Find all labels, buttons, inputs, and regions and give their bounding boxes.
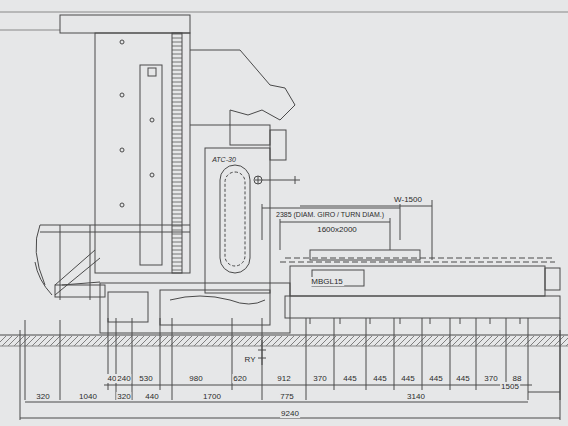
dimension-value: 9240 xyxy=(280,409,300,418)
dimension-value: 445 xyxy=(428,374,443,383)
dimension-value: 3140 xyxy=(406,392,426,401)
tool-changer-label: ATC-30 xyxy=(211,155,237,164)
dimension-value: 445 xyxy=(372,374,387,383)
dimension-text: 1600x2000 xyxy=(316,225,358,234)
reference-mark: RY xyxy=(244,355,257,364)
dimension-value: 912 xyxy=(276,374,291,383)
dimension-value: 320 xyxy=(35,392,50,401)
dimension-value: 445 xyxy=(400,374,415,383)
dimension-value: 445 xyxy=(342,374,357,383)
dimension-value: 370 xyxy=(312,374,327,383)
dimension-value: 530 xyxy=(138,374,153,383)
dimension-value: 980 xyxy=(188,374,203,383)
dimension-value: 320 xyxy=(116,392,131,401)
dimension-value: 1700 xyxy=(202,392,222,401)
dimension-value: 240 xyxy=(116,374,131,383)
dimension-text: W-1500 xyxy=(393,195,423,204)
dimension-value: 1040 xyxy=(78,392,98,401)
dimension-text: 2385 (DIAM. GIRO / TURN DIAM.) xyxy=(275,210,385,219)
table-model: MBGL15 xyxy=(310,277,344,286)
dimension-value: 445 xyxy=(455,374,470,383)
dimension-value: 370 xyxy=(483,374,498,383)
dimension-value: 440 xyxy=(144,392,159,401)
dimension-value: 1505 xyxy=(500,382,520,391)
dimension-value: 620 xyxy=(232,374,247,383)
dimension-value: 775 xyxy=(279,392,294,401)
